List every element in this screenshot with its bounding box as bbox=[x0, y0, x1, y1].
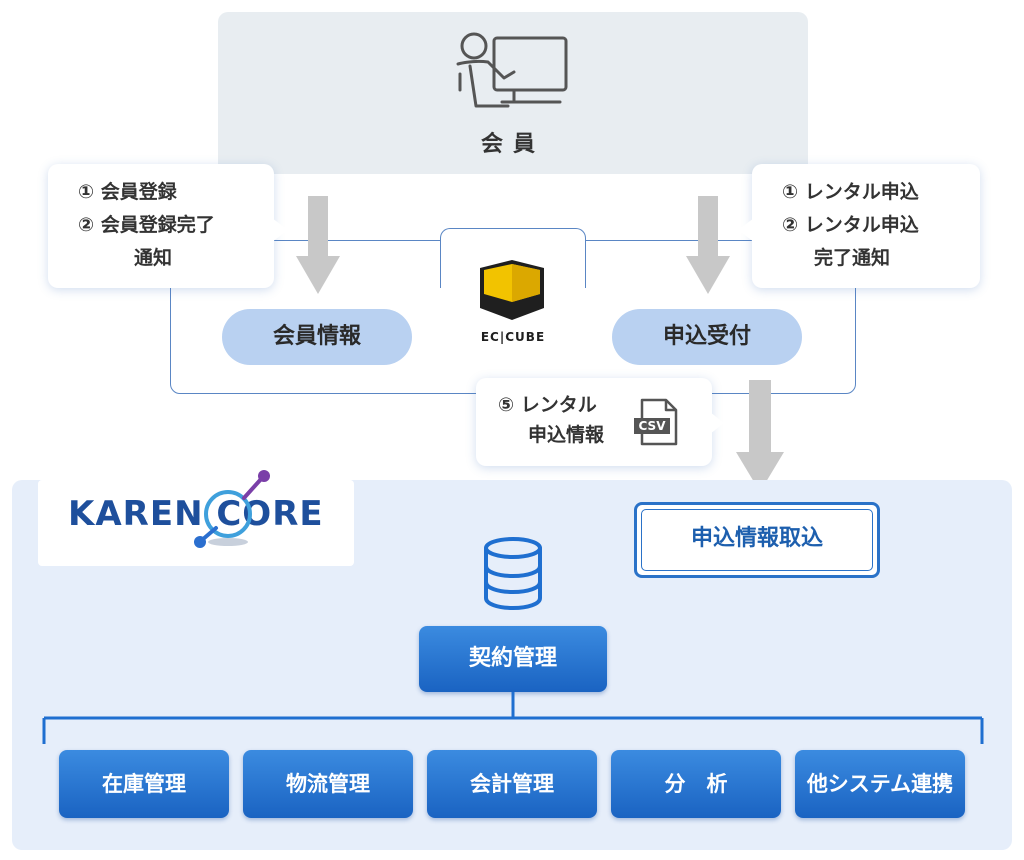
down-arrow-icon bbox=[736, 380, 784, 492]
module-connector-lines bbox=[42, 692, 984, 744]
karen-core-logo-icon bbox=[194, 470, 270, 548]
member-label: 会員 bbox=[480, 132, 545, 157]
karen-core-logo-card bbox=[38, 480, 354, 566]
member-info-pill: 会員情報 bbox=[222, 309, 412, 365]
database-icon bbox=[484, 537, 542, 611]
ec-cube-logo-icon bbox=[480, 260, 544, 320]
note-line: 通知 bbox=[134, 247, 173, 269]
note-line: 完了通知 bbox=[814, 247, 891, 269]
down-arrow-icon bbox=[686, 196, 730, 294]
accounting-management-box: 会計管理 bbox=[427, 750, 597, 818]
note-line: ② レンタル申込 bbox=[782, 214, 919, 236]
note-line: 申込情報 bbox=[528, 424, 605, 446]
down-arrow-icon bbox=[296, 196, 340, 294]
note-pointer bbox=[710, 412, 724, 434]
analysis-box: 分 析 bbox=[611, 750, 781, 818]
application-received-pill: 申込受付 bbox=[612, 309, 802, 365]
application-import-box: 申込情報取込 bbox=[634, 502, 880, 578]
rental-application-note: ① レンタル申込 ② レンタル申込 完了通知 bbox=[752, 164, 980, 288]
note-pointer bbox=[272, 218, 288, 242]
karen-core-logo-text: KAREN CORE bbox=[68, 494, 324, 534]
note-pointer bbox=[738, 218, 754, 242]
application-import-label: 申込情報取込 bbox=[641, 509, 873, 571]
note-line: ② 会員登録完了 bbox=[78, 214, 215, 236]
csv-file-label: CSV bbox=[638, 419, 666, 433]
note-line: ① レンタル申込 bbox=[782, 181, 919, 203]
logistics-management-box: 物流管理 bbox=[243, 750, 413, 818]
member-at-computer-icon bbox=[456, 32, 568, 108]
note-line: ⑤ レンタル bbox=[498, 394, 597, 416]
note-line: ① 会員登録 bbox=[78, 181, 177, 203]
other-system-integration-box: 他システム連携 bbox=[795, 750, 965, 818]
ec-cube-logo-text: EC|CUBE bbox=[480, 330, 546, 344]
csv-file-icon bbox=[634, 398, 678, 446]
member-registration-note: ① 会員登録 ② 会員登録完了 通知 bbox=[48, 164, 274, 288]
inventory-management-box: 在庫管理 bbox=[59, 750, 229, 818]
contract-management-box: 契約管理 bbox=[419, 626, 607, 692]
